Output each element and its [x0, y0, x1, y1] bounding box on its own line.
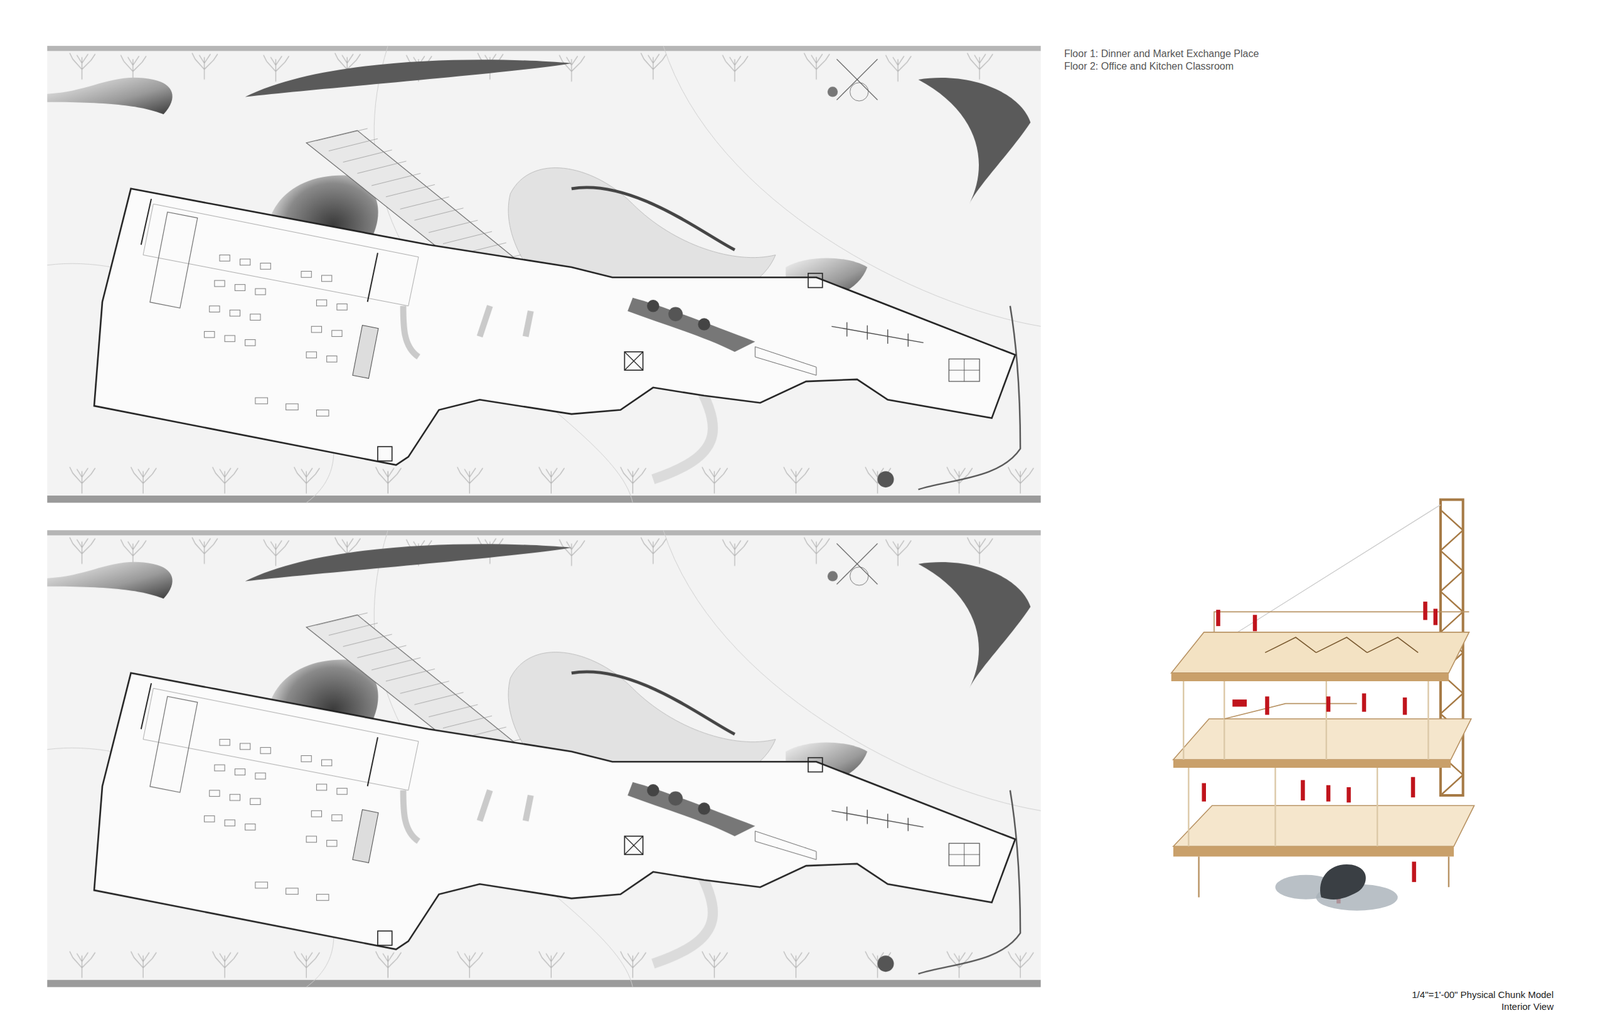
- model-caption: 1/4"=1'-00" Physical Chunk Model: [1411, 988, 1554, 1001]
- floor-program-note: Floor 2: Office and Kitchen Classroom: [1064, 60, 1234, 73]
- floor-program-note: Floor 1: Dinner and Market Exchange Plac…: [1064, 47, 1259, 61]
- model-caption: Interior View: [1501, 1000, 1554, 1013]
